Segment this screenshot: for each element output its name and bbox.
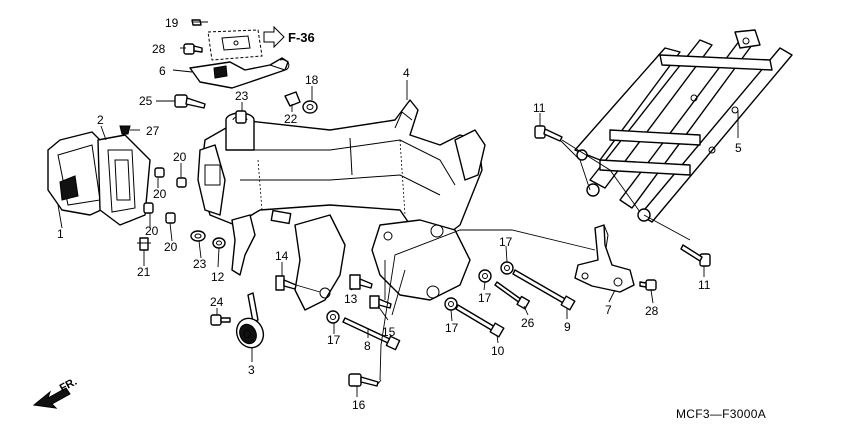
- ref-inset-bracket: [207, 29, 263, 61]
- callout-9: 9: [564, 320, 571, 334]
- part-7-bracket: [574, 224, 635, 293]
- ref-arrow-icon: [263, 25, 285, 49]
- callout-17-b: 17: [478, 291, 492, 305]
- callout-labels: 19 28 6 25 23 18 22 4 11 5 2 27 1 20 20 …: [57, 16, 766, 421]
- callout-4: 4: [403, 66, 410, 80]
- callout-17-d: 17: [445, 321, 459, 335]
- callout-3: 3: [248, 363, 255, 377]
- part-16-bolt: [348, 373, 379, 387]
- callout-19: 19: [165, 16, 179, 30]
- callout-25: 25: [139, 94, 153, 108]
- callout-13: 13: [344, 292, 358, 306]
- part-15-bolt: [369, 295, 392, 309]
- callout-17-a: 17: [327, 333, 341, 347]
- callout-20-b: 20: [153, 187, 167, 201]
- callout-23-top: 23: [235, 89, 249, 103]
- part-22-nut: [284, 91, 301, 107]
- part-23-upper-collar: [235, 110, 247, 124]
- main-frame-body: [197, 99, 486, 311]
- callout-6: 6: [159, 64, 166, 78]
- diagram-code: MCF3—F3000A: [676, 407, 766, 421]
- callout-15: 15: [382, 325, 396, 339]
- callout-20-c: 20: [145, 224, 159, 238]
- part-12-washer: [212, 237, 226, 249]
- callout-23-low: 23: [193, 257, 207, 271]
- part-10-long-bolt: [455, 304, 505, 338]
- part-2-cover: [97, 134, 151, 226]
- callout-20-a: 20: [173, 150, 187, 164]
- part-1-duct: [47, 131, 113, 216]
- callout-7: 7: [605, 303, 612, 317]
- rear-sub-frame: [574, 29, 793, 223]
- callout-27: 27: [146, 124, 160, 138]
- callout-20-d: 20: [164, 240, 178, 254]
- callout-21: 21: [137, 265, 151, 279]
- callout-2: 2: [97, 113, 104, 127]
- part-26-bolt: [494, 281, 531, 310]
- callout-12: 12: [211, 270, 225, 284]
- callout-5: 5: [735, 141, 742, 155]
- part-25-bolt: [174, 94, 206, 109]
- callout-16: 16: [352, 398, 366, 412]
- callout-10: 10: [491, 344, 505, 358]
- part-21-screw: [137, 237, 151, 251]
- callout-26: 26: [521, 316, 535, 330]
- callout-1: 1: [57, 227, 64, 241]
- part-28-bolt-top: [183, 43, 203, 55]
- part-27-clip: [119, 125, 131, 135]
- callout-22: 22: [284, 112, 298, 126]
- part-19-bolt-top: [191, 19, 208, 26]
- front-direction-arrow-icon: [32, 387, 71, 409]
- callout-24: 24: [210, 295, 224, 309]
- part-11-bolt-lower: [680, 244, 711, 267]
- part-23-collars: [190, 230, 206, 242]
- part-28-bolt-right: [639, 279, 657, 291]
- callout-28-right: 28: [645, 304, 659, 318]
- part-9-long-bolt: [512, 269, 576, 311]
- callout-14: 14: [275, 249, 289, 263]
- direction-label: FR.: [58, 376, 79, 395]
- part-18-washer: [302, 100, 318, 114]
- leader-lines: [57, 21, 739, 397]
- callout-8: 8: [364, 339, 371, 353]
- part-8-long-bolt: [342, 317, 401, 351]
- part-13-bolt: [349, 274, 373, 290]
- part-20-grommets: [143, 167, 187, 224]
- part-3-horn: [235, 292, 265, 349]
- callout-28-top: 28: [152, 42, 166, 56]
- part-24-bolt: [210, 314, 231, 326]
- callout-11-lower: 11: [698, 278, 711, 292]
- part-14-bolt: [275, 275, 297, 291]
- callout-11-upper: 11: [533, 101, 546, 115]
- ref-page-label: F-36: [288, 30, 315, 45]
- part-6-bracket: [189, 57, 290, 89]
- callout-18: 18: [305, 73, 319, 87]
- part-11-bolt-upper: [534, 125, 563, 142]
- callout-17-c: 17: [499, 235, 513, 249]
